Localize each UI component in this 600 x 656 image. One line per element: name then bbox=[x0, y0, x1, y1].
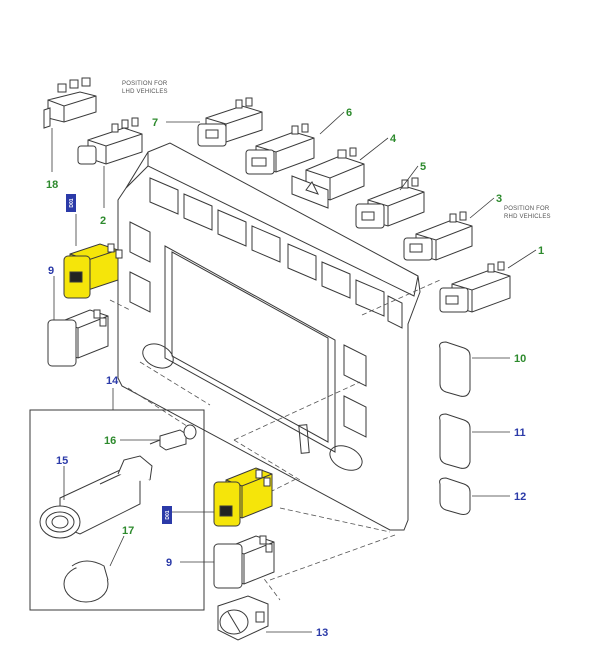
callout-2: 2 bbox=[100, 215, 106, 227]
svg-text:POSITION FOR: POSITION FOR bbox=[122, 81, 168, 87]
callout-9-upper: 9 bbox=[48, 265, 54, 277]
switch-5 bbox=[355, 177, 425, 229]
callout-12: 12 bbox=[514, 491, 526, 503]
switch-6 bbox=[245, 123, 315, 175]
bezel-top-slots bbox=[149, 177, 403, 329]
callout-17: 17 bbox=[122, 525, 134, 537]
leader-lines bbox=[51, 111, 537, 633]
switch-2 bbox=[77, 117, 143, 165]
blank-cap-12 bbox=[439, 477, 471, 515]
svg-text:LHD VEHICLES: LHD VEHICLES bbox=[122, 89, 168, 95]
note-lhd-position: POSITION FOR LHD VEHICLES bbox=[122, 81, 168, 95]
switch-7 bbox=[197, 97, 263, 147]
callout-13: 13 bbox=[316, 627, 328, 639]
lighter-socket-15 bbox=[39, 455, 153, 539]
callout-18: 18 bbox=[46, 179, 58, 191]
switch-blank-18 bbox=[43, 77, 97, 129]
callout-6: 6 bbox=[346, 107, 352, 119]
callout-3: 3 bbox=[496, 193, 502, 205]
switch-1 bbox=[439, 261, 511, 313]
lighter-kit-box bbox=[29, 409, 205, 611]
svg-text:D01: D01 bbox=[165, 510, 171, 519]
switch-hazard-4 bbox=[291, 147, 365, 209]
switch-9-lower bbox=[213, 535, 275, 589]
callout-14: 14 bbox=[106, 375, 119, 387]
lighter-cap-17 bbox=[63, 560, 109, 603]
callout-11: 11 bbox=[514, 427, 526, 439]
callout-10: 10 bbox=[514, 353, 526, 365]
callout-7: 7 bbox=[152, 117, 158, 129]
svg-text:D01: D01 bbox=[69, 198, 75, 207]
part-tag-lower: D01 bbox=[162, 506, 172, 524]
highlighted-switch-lower bbox=[213, 467, 273, 527]
hazard-triangle-icon bbox=[305, 181, 319, 195]
callout-4: 4 bbox=[390, 133, 397, 145]
blank-cap-11 bbox=[439, 413, 471, 469]
switch-3 bbox=[403, 211, 473, 261]
svg-text:POSITION FOR: POSITION FOR bbox=[504, 206, 550, 212]
switch-panel-bezel bbox=[117, 142, 421, 531]
callout-9-lower: 9 bbox=[166, 557, 172, 569]
rotary-switch-13 bbox=[217, 595, 269, 641]
callout-16: 16 bbox=[104, 435, 116, 447]
callout-numbers: 18 2 7 6 4 5 3 1 9 10 11 14 16 15 17 12 … bbox=[46, 107, 544, 639]
note-rhd-position: POSITION FOR RHD VEHICLES bbox=[504, 206, 551, 220]
part-tag-upper: D01 bbox=[66, 194, 76, 212]
callout-15: 15 bbox=[56, 455, 68, 467]
callout-1: 1 bbox=[538, 245, 544, 257]
callout-5: 5 bbox=[420, 161, 426, 173]
svg-text:RHD VEHICLES: RHD VEHICLES bbox=[504, 214, 551, 220]
highlighted-switch-upper bbox=[63, 243, 123, 299]
lighter-element-16 bbox=[149, 424, 197, 451]
switch-9-upper bbox=[47, 309, 109, 367]
blank-cap-10 bbox=[439, 341, 471, 397]
